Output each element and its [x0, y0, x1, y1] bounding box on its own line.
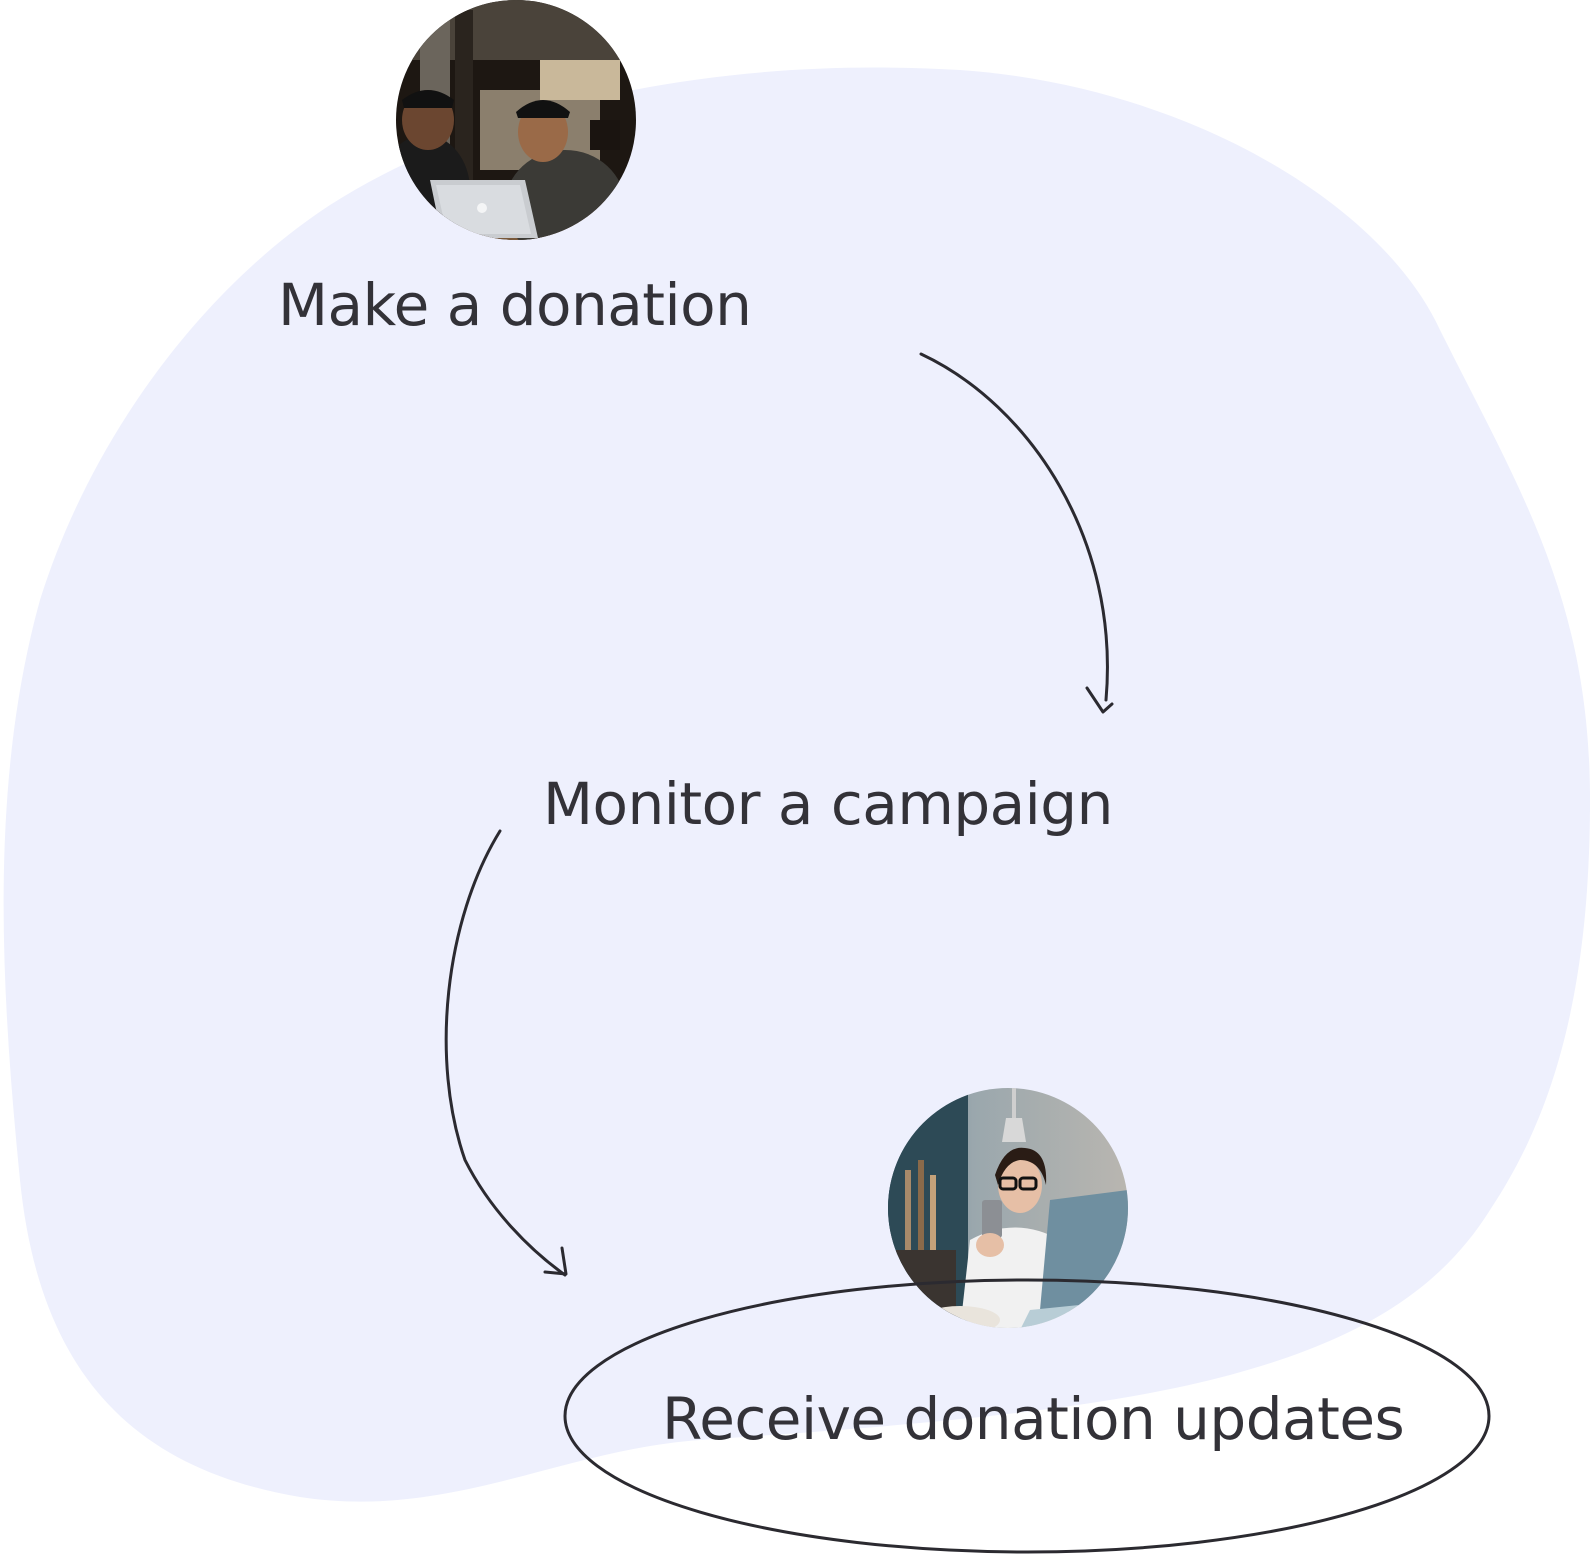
woman-with-phone-photo [888, 1088, 1128, 1328]
arrow-monitor-to-receive [444, 829, 567, 1277]
arrow-monitor-to-receive-head [543, 1246, 568, 1276]
step-label-receive-updates: Receive donation updates [662, 1385, 1405, 1453]
step-label-monitor-campaign: Monitor a campaign [543, 770, 1113, 838]
background-blob [3, 67, 1591, 1502]
highlight-ellipse [563, 1278, 1491, 1554]
arrow-make-to-monitor-head [1085, 686, 1114, 714]
step-label-make-donation: Make a donation [278, 271, 752, 339]
arrow-make-to-monitor [919, 352, 1109, 702]
